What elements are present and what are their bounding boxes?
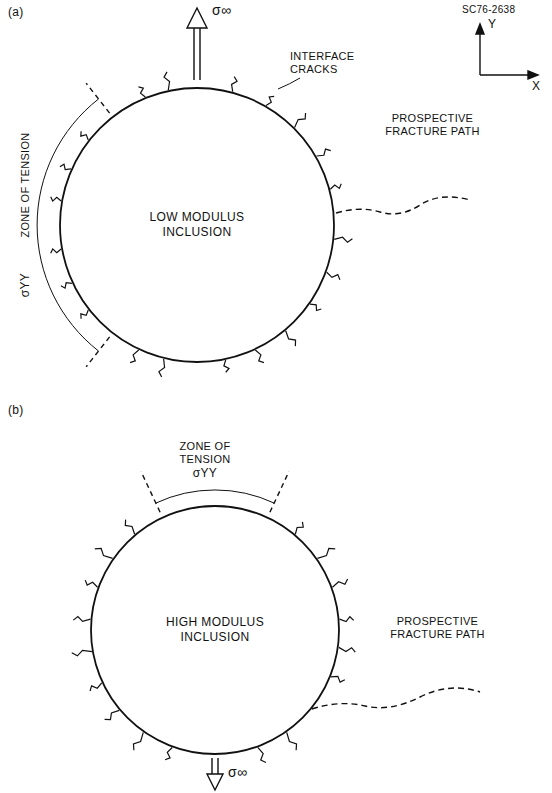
inclusion-circle: LOW MODULUS INCLUSION — [59, 87, 335, 363]
interface-crack — [295, 113, 306, 127]
interface-crack — [95, 548, 113, 558]
load-arrow — [187, 8, 207, 80]
interface-crack — [130, 350, 139, 363]
interface-crack — [255, 350, 264, 363]
y-axis-head — [476, 24, 484, 34]
figure-label: X — [532, 80, 540, 93]
interface-crack — [81, 310, 88, 319]
interface-crack — [72, 650, 92, 655]
interface-crack — [81, 131, 88, 140]
figure-label: Y — [488, 18, 496, 31]
interface-crack — [232, 77, 238, 92]
interface-crack — [266, 96, 274, 105]
inclusion-circle: HIGH MODULUS INCLUSION — [90, 505, 340, 755]
interface-crack — [332, 579, 347, 587]
interface-crack — [164, 72, 170, 90]
interface-crack — [330, 184, 341, 190]
figure-label: σYY — [19, 273, 32, 297]
x-axis-head — [528, 71, 538, 79]
interface-crack — [85, 580, 97, 587]
fracture-path — [336, 197, 470, 214]
figure-label: σYY — [190, 467, 220, 480]
interface-crack — [51, 249, 61, 253]
figure-label: σ∞ — [212, 4, 231, 17]
interface-crack — [295, 522, 303, 534]
interface-crack — [60, 164, 71, 169]
circle-outline — [60, 88, 334, 362]
load-arrow — [207, 758, 223, 790]
circle-outline — [91, 506, 339, 754]
leader-line — [278, 78, 300, 89]
inclusion-label: HIGH MODULUS INCLUSION — [155, 615, 275, 645]
y-axis — [479, 28, 480, 75]
figure-label: ZONE OF TENSION — [168, 440, 242, 466]
x-axis — [480, 74, 534, 75]
interface-crack — [287, 732, 297, 750]
interface-crack — [334, 237, 352, 242]
interface-crack — [125, 520, 134, 535]
figure-label: INTERFACE CRACKS — [290, 50, 370, 76]
figure-label: σ∞ — [228, 766, 247, 779]
interface-crack — [340, 617, 354, 622]
interface-crack — [138, 87, 145, 97]
figure-label: PROSPECTIVE FRACTURE PATH — [390, 615, 485, 641]
interface-crack — [258, 747, 266, 762]
interface-crack — [317, 149, 331, 156]
interface-crack — [61, 283, 72, 288]
interface-crack — [317, 548, 335, 558]
interface-crack — [331, 676, 345, 682]
interface-crack — [339, 647, 355, 652]
figure-label: (a) — [8, 6, 24, 19]
interface-crack — [90, 683, 102, 691]
fracture-path — [312, 688, 480, 709]
interface-crack — [105, 710, 120, 719]
zone-arc — [156, 490, 274, 503]
interface-crack — [51, 197, 61, 201]
figure-label: (b) — [8, 404, 24, 417]
interface-crack — [224, 360, 229, 372]
figure-label: PROSPECTIVE FRACTURE PATH — [385, 112, 480, 138]
interface-crack — [327, 272, 340, 279]
inclusion-label: LOW MODULUS INCLUSION — [137, 210, 257, 240]
interface-crack — [159, 359, 165, 377]
figure-label: SC76-2638 — [462, 3, 515, 16]
interface-crack — [133, 732, 143, 750]
interface-crack — [286, 331, 296, 346]
interface-crack — [165, 747, 172, 759]
figure-label: ZONE OF TENSION — [19, 132, 32, 237]
interface-crack — [310, 304, 321, 310]
interface-crack — [73, 617, 90, 622]
